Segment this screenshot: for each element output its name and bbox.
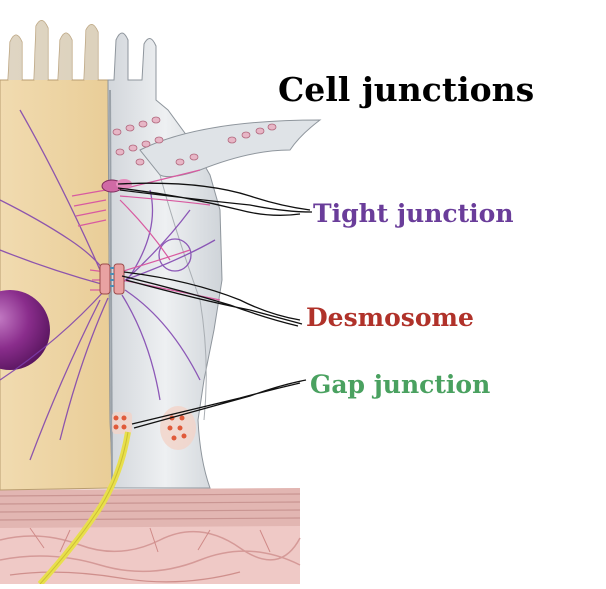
nucleus bbox=[0, 290, 50, 370]
diagram-title: Cell junctions bbox=[278, 70, 535, 109]
tight-junction-label: Tight junction bbox=[313, 199, 514, 228]
apical-particles bbox=[112, 116, 277, 166]
desmosome-structure bbox=[99, 263, 125, 295]
gap-junction-structure bbox=[112, 406, 196, 450]
gap-junction-label: Gap junction bbox=[310, 370, 491, 399]
desmosome-pointer bbox=[121, 271, 303, 327]
annotation-lines bbox=[117, 182, 313, 429]
left-epithelial-cell bbox=[0, 20, 113, 491]
desmosome-label: Desmosome bbox=[306, 303, 474, 332]
gap-junction-pointer bbox=[131, 379, 307, 429]
tight-junction-pointer bbox=[117, 182, 313, 216]
basement-membrane bbox=[0, 488, 301, 528]
